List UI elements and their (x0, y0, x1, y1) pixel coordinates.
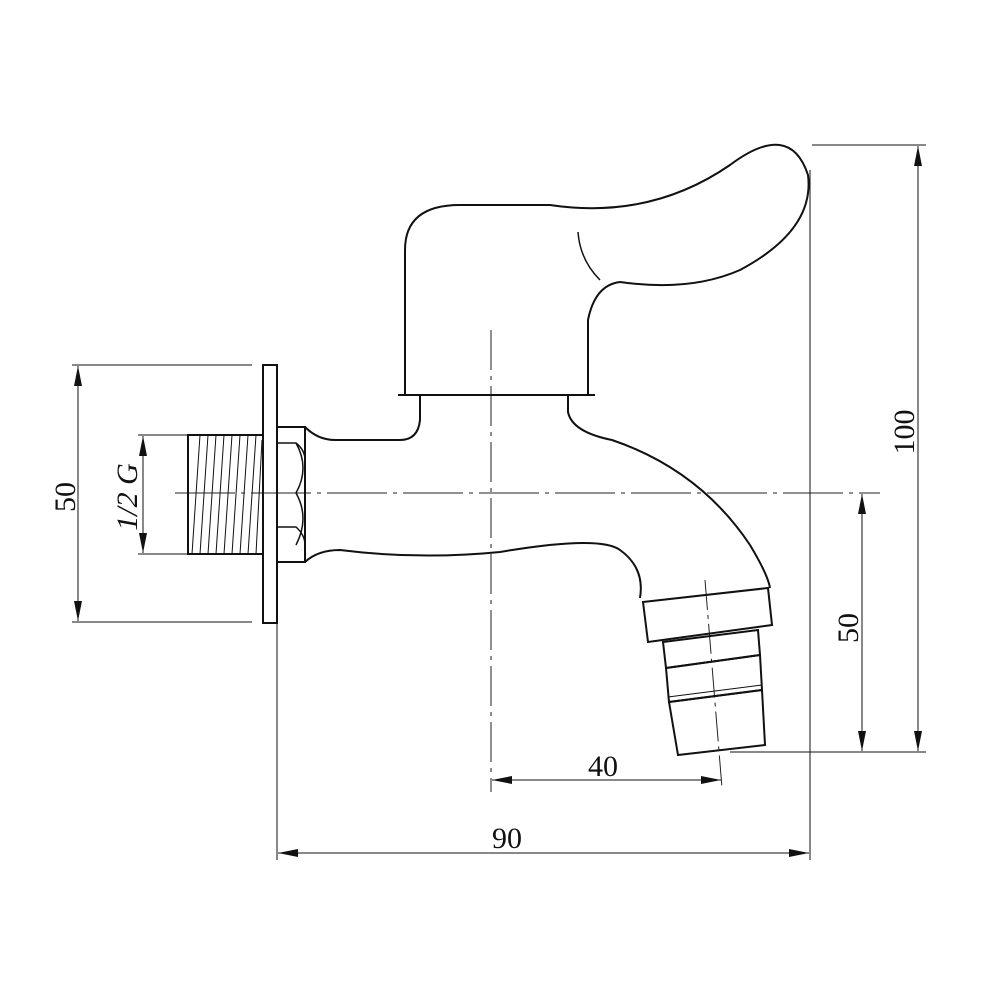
faucet-body (187, 143, 810, 757)
flange-height-label: 50 (49, 482, 82, 512)
dimension-labels: 50 1/2 G 100 50 40 90 (49, 410, 921, 856)
total-length-label: 90 (492, 822, 522, 855)
thread-size-label: 1/2 G (111, 463, 144, 531)
nozzle (641, 586, 774, 757)
outlet-offset-label: 40 (588, 750, 618, 783)
total-height-label: 100 (888, 410, 921, 455)
handle (404, 143, 810, 396)
outlet-height-label: 50 (832, 613, 865, 643)
dimensions (72, 144, 926, 860)
hex-nut (276, 426, 306, 563)
wall-flange (262, 364, 278, 624)
spout (567, 395, 771, 589)
body-outline (304, 395, 421, 441)
centerlines (175, 330, 880, 792)
nozzle-centerline (704, 579, 723, 789)
thread-hatching (191, 434, 263, 555)
